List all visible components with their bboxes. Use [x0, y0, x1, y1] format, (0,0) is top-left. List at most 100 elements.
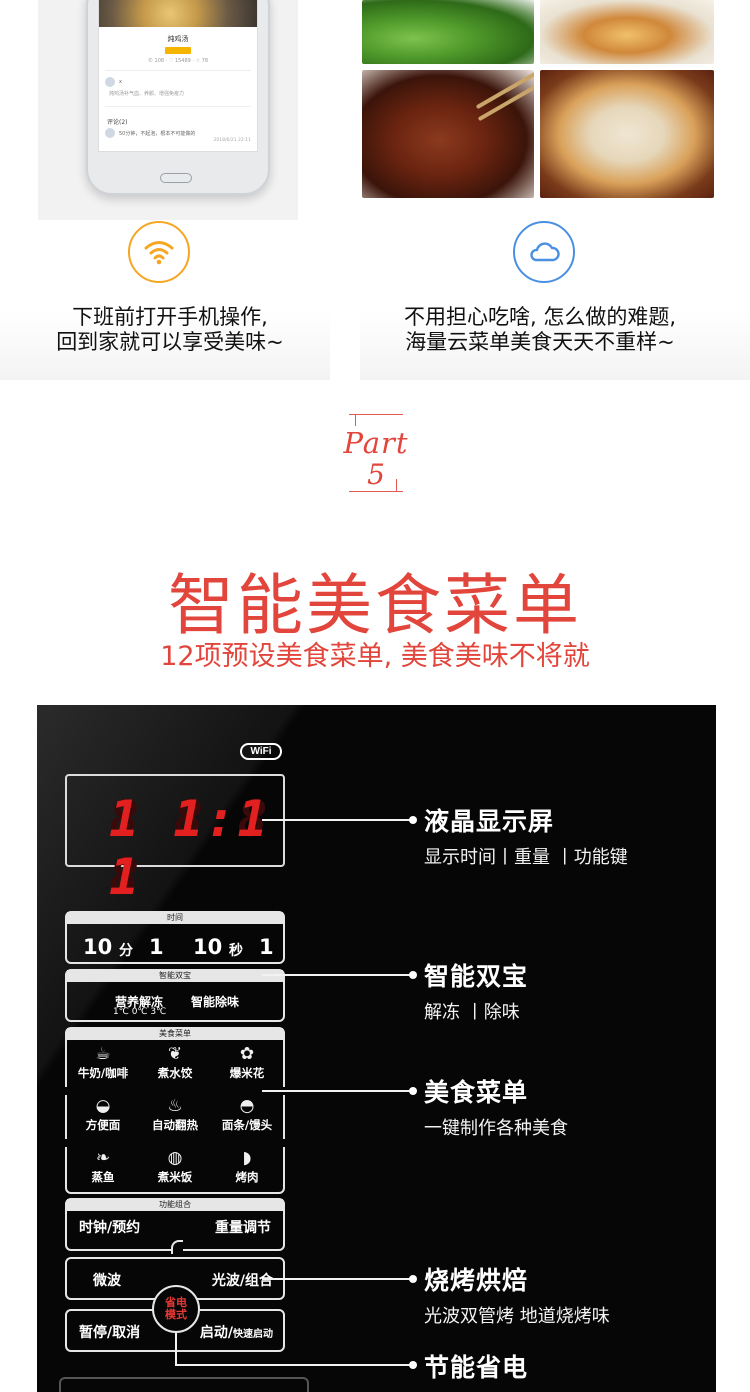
- display-time: 1 1:1 1: [109, 790, 270, 906]
- menu-item-label: 煮米饭: [157, 1170, 193, 1184]
- comments-label: 评论(2): [107, 119, 128, 126]
- microwave-button[interactable]: 微波: [93, 1273, 121, 1289]
- recipe-title: 炖鸡汤: [167, 35, 189, 43]
- phone-feature-text: 下班前打开手机操作, 回到家就可以享受美味~: [10, 305, 330, 355]
- function-group-label: 功能组合: [67, 1199, 283, 1211]
- thaw-button[interactable]: 营养解冻: [115, 995, 164, 1009]
- menu-item-auto-reheat[interactable]: ♨ 自动翻热: [139, 1095, 211, 1133]
- callout-line: [175, 1333, 177, 1365]
- phone-feature-card: 炖鸡汤 © 108 · ♡ 15489 · ☆ 78 x 炖鸡汤补气血、养颜、增…: [0, 0, 330, 380]
- callout-dot: [409, 1275, 417, 1283]
- comment-row: 50分钟，不起泡，根本不可能做的: [99, 128, 257, 138]
- feature-cards: 炖鸡汤 © 108 · ♡ 15489 · ☆ 78 x 炖鸡汤补气血、养颜、增…: [0, 0, 750, 390]
- callout-dot: [409, 1087, 417, 1095]
- menu-item-milk-coffee[interactable]: ☕ 牛奶/咖啡: [67, 1043, 139, 1081]
- menu-item-label: 面条/馒头: [221, 1118, 273, 1132]
- food-photo-porridge: [540, 70, 714, 198]
- callout-dot: [409, 1361, 417, 1369]
- fish-icon: ❧: [95, 1148, 111, 1168]
- menu-item-instant-noodles[interactable]: ◒ 方便面: [67, 1095, 139, 1133]
- function-group: 功能组合 时钟/预约 重量调节: [65, 1198, 285, 1254]
- callout-line: [175, 1364, 412, 1366]
- smart-twin-group: 智能双宝 营养解冻 智能除味 1℃ 0℃ 3℃: [65, 969, 285, 1022]
- bottom-panel-edge: [59, 1377, 309, 1392]
- thaw-temps: 1℃ 0℃ 3℃: [113, 1007, 167, 1017]
- callout-dot: [409, 816, 417, 824]
- card-shadow: [360, 310, 750, 380]
- bun-icon: ◓: [239, 1096, 255, 1116]
- recipe-author: x: [99, 77, 257, 87]
- menu-item-roast-meat[interactable]: ◗ 烤肉: [211, 1147, 283, 1185]
- time-group: 时间 10 分 1 10 秒 1: [65, 911, 285, 964]
- part-number: 5: [367, 458, 385, 491]
- group-notch: [171, 1240, 183, 1254]
- avatar: [105, 128, 115, 138]
- menu-item-steamed-fish[interactable]: ❧ 蒸鱼: [67, 1147, 139, 1185]
- display-segments: 8 8:8 8: [109, 790, 270, 906]
- part-frame: [349, 414, 403, 492]
- food-photo-grid: [362, 0, 714, 198]
- menu-item-popcorn[interactable]: ✿ 爆米花: [211, 1043, 283, 1081]
- feature-line: 海量云菜单美食天天不重样~: [405, 330, 675, 354]
- eco-mode-button[interactable]: 省电 模式: [152, 1285, 200, 1333]
- feature-line: 下班前打开手机操作,: [72, 305, 268, 329]
- eco-label-line2: 模式: [165, 1308, 187, 1321]
- noodle-bowl-icon: ◒: [95, 1096, 111, 1116]
- food-menu-label: 美食菜单: [67, 1028, 283, 1040]
- second-unit: 秒: [229, 943, 243, 959]
- callout-title-twin: 智能双宝: [424, 962, 529, 991]
- home-button: [160, 173, 192, 183]
- weight-adjust-button[interactable]: 重量调节: [215, 1220, 271, 1236]
- menu-item-label: 爆米花: [229, 1066, 265, 1080]
- dumpling-icon: ❦: [167, 1044, 183, 1064]
- phone-photo: 炖鸡汤 © 108 · ♡ 15489 · ☆ 78 x 炖鸡汤补气血、养颜、增…: [38, 0, 298, 220]
- clock-schedule-button[interactable]: 时钟/预约: [79, 1220, 141, 1236]
- callout-title-grill: 烧烤烘焙: [424, 1266, 529, 1295]
- menu-item-rice[interactable]: ◍ 煮米饭: [139, 1147, 211, 1185]
- phone-screen: 炖鸡汤 © 108 · ♡ 15489 · ☆ 78 x 炖鸡汤补气血、养颜、增…: [98, 0, 258, 152]
- wifi-badge: WiFi: [240, 743, 282, 760]
- callout-line: [262, 1278, 412, 1280]
- author-name: x: [119, 79, 122, 85]
- minute-step[interactable]: 1: [149, 935, 164, 959]
- food-photo-fish: [540, 0, 714, 64]
- second-value[interactable]: 10: [193, 935, 223, 959]
- light-combo-button[interactable]: 光波/组合: [211, 1273, 273, 1289]
- callout-sub-grill: 光波双管烤 地道烧烤味: [424, 1306, 610, 1327]
- minute-value[interactable]: 10: [83, 935, 113, 959]
- food-photo-greens: [362, 0, 534, 64]
- start-button[interactable]: 启动/快速启动: [200, 1322, 273, 1342]
- part-label: Part: [338, 426, 414, 460]
- menu-item-noodles-buns[interactable]: ◓ 面条/馒头: [211, 1095, 283, 1133]
- pause-cancel-button[interactable]: 暂停/取消: [79, 1325, 141, 1341]
- deodorize-button[interactable]: 智能除味: [191, 995, 240, 1009]
- avatar: [105, 77, 115, 87]
- menu-separator: [65, 1087, 285, 1095]
- feature-line: 不用担心吃啥, 怎么做的难题,: [403, 305, 677, 329]
- callout-title-eco: 节能省电: [424, 1353, 529, 1382]
- card-shadow: [0, 310, 330, 380]
- menu-item-label: 烤肉: [235, 1170, 259, 1184]
- food-photo-pork: [362, 70, 534, 198]
- menu-item-dumplings[interactable]: ❦ 煮水饺: [139, 1043, 211, 1081]
- menu-separator: [65, 1139, 285, 1147]
- comment-date: 2018/6/21 22:11: [213, 138, 251, 143]
- time-group-label: 时间: [67, 912, 283, 924]
- reheat-dish-icon: ♨: [167, 1096, 183, 1116]
- recipe-tag: [165, 47, 191, 54]
- divider: [105, 70, 251, 71]
- eco-label-line1: 省电: [165, 1296, 187, 1309]
- quick-start-label: 快速启动: [233, 1329, 273, 1340]
- led-display: 8 8:8 8 1 1:1 1: [65, 774, 285, 906]
- menu-item-label: 牛奶/咖啡: [77, 1066, 129, 1080]
- recipe-meta: © 108 · ♡ 15489 · ☆ 78: [147, 58, 209, 64]
- menu-item-label: 自动翻热: [152, 1118, 198, 1132]
- menu-item-label: 蒸鱼: [91, 1170, 115, 1184]
- callout-title-menu: 美食菜单: [424, 1078, 529, 1107]
- control-panel: WiFi 8 8:8 8 1 1:1 1 时间 10 分 1 10 秒 1 智能…: [37, 705, 716, 1392]
- popcorn-icon: ✿: [239, 1044, 255, 1064]
- smart-twin-label: 智能双宝: [67, 970, 283, 982]
- second-step[interactable]: 1: [259, 935, 274, 959]
- section-headline: 智能美食菜单: [168, 567, 582, 644]
- roast-meat-icon: ◗: [242, 1148, 252, 1168]
